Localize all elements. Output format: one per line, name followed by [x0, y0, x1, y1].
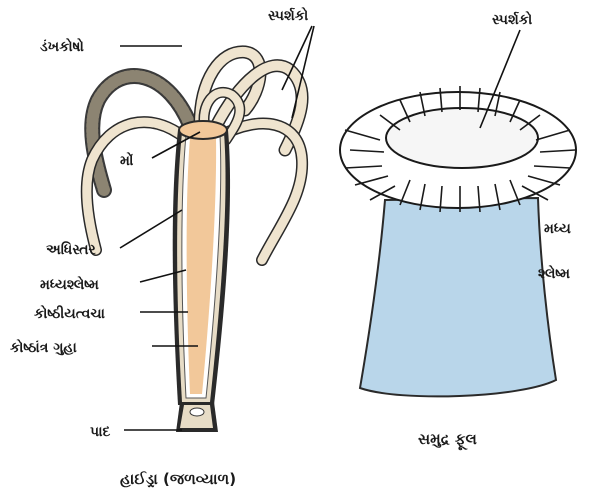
- label-gastrodermis: કોષ્ઠીયત્વચા: [34, 304, 106, 322]
- label-foot: પાદ: [90, 424, 111, 440]
- label-gastrovascular-cavity: કોષ્ઠાંત્ર ગુહા: [10, 338, 77, 356]
- label-mouth: મોં: [120, 151, 134, 169]
- label-epidermis: અધિસ્તર: [46, 241, 97, 258]
- hydra-foot: [176, 402, 218, 432]
- label-anemone-mesoglea-2: શ્લેષ્મ: [538, 264, 570, 282]
- anemone-tentacles: [340, 92, 576, 208]
- hydra-body: [173, 121, 230, 405]
- label-hydra-tentacles: સ્પર્શકો: [268, 6, 309, 24]
- label-anemone-mesoglea-1: મધ્ય: [544, 221, 571, 237]
- caption-hydra: હાઈડ્રા (જળવ્યાળ): [120, 470, 236, 488]
- anemone-drawing: [340, 86, 576, 396]
- label-mesoglea: મધ્યશ્લેષ્મ: [40, 275, 99, 293]
- hydra-drawing: [87, 52, 302, 432]
- label-nematocyst: ડંખકોષો: [40, 37, 84, 55]
- label-anemone-tentacles: સ્પર્શકો: [492, 10, 533, 28]
- leader-epidermis: [120, 210, 182, 248]
- caption-sea-anemone: સમુદ્ર ફૂલ: [418, 430, 478, 451]
- anemone-body: [360, 198, 556, 396]
